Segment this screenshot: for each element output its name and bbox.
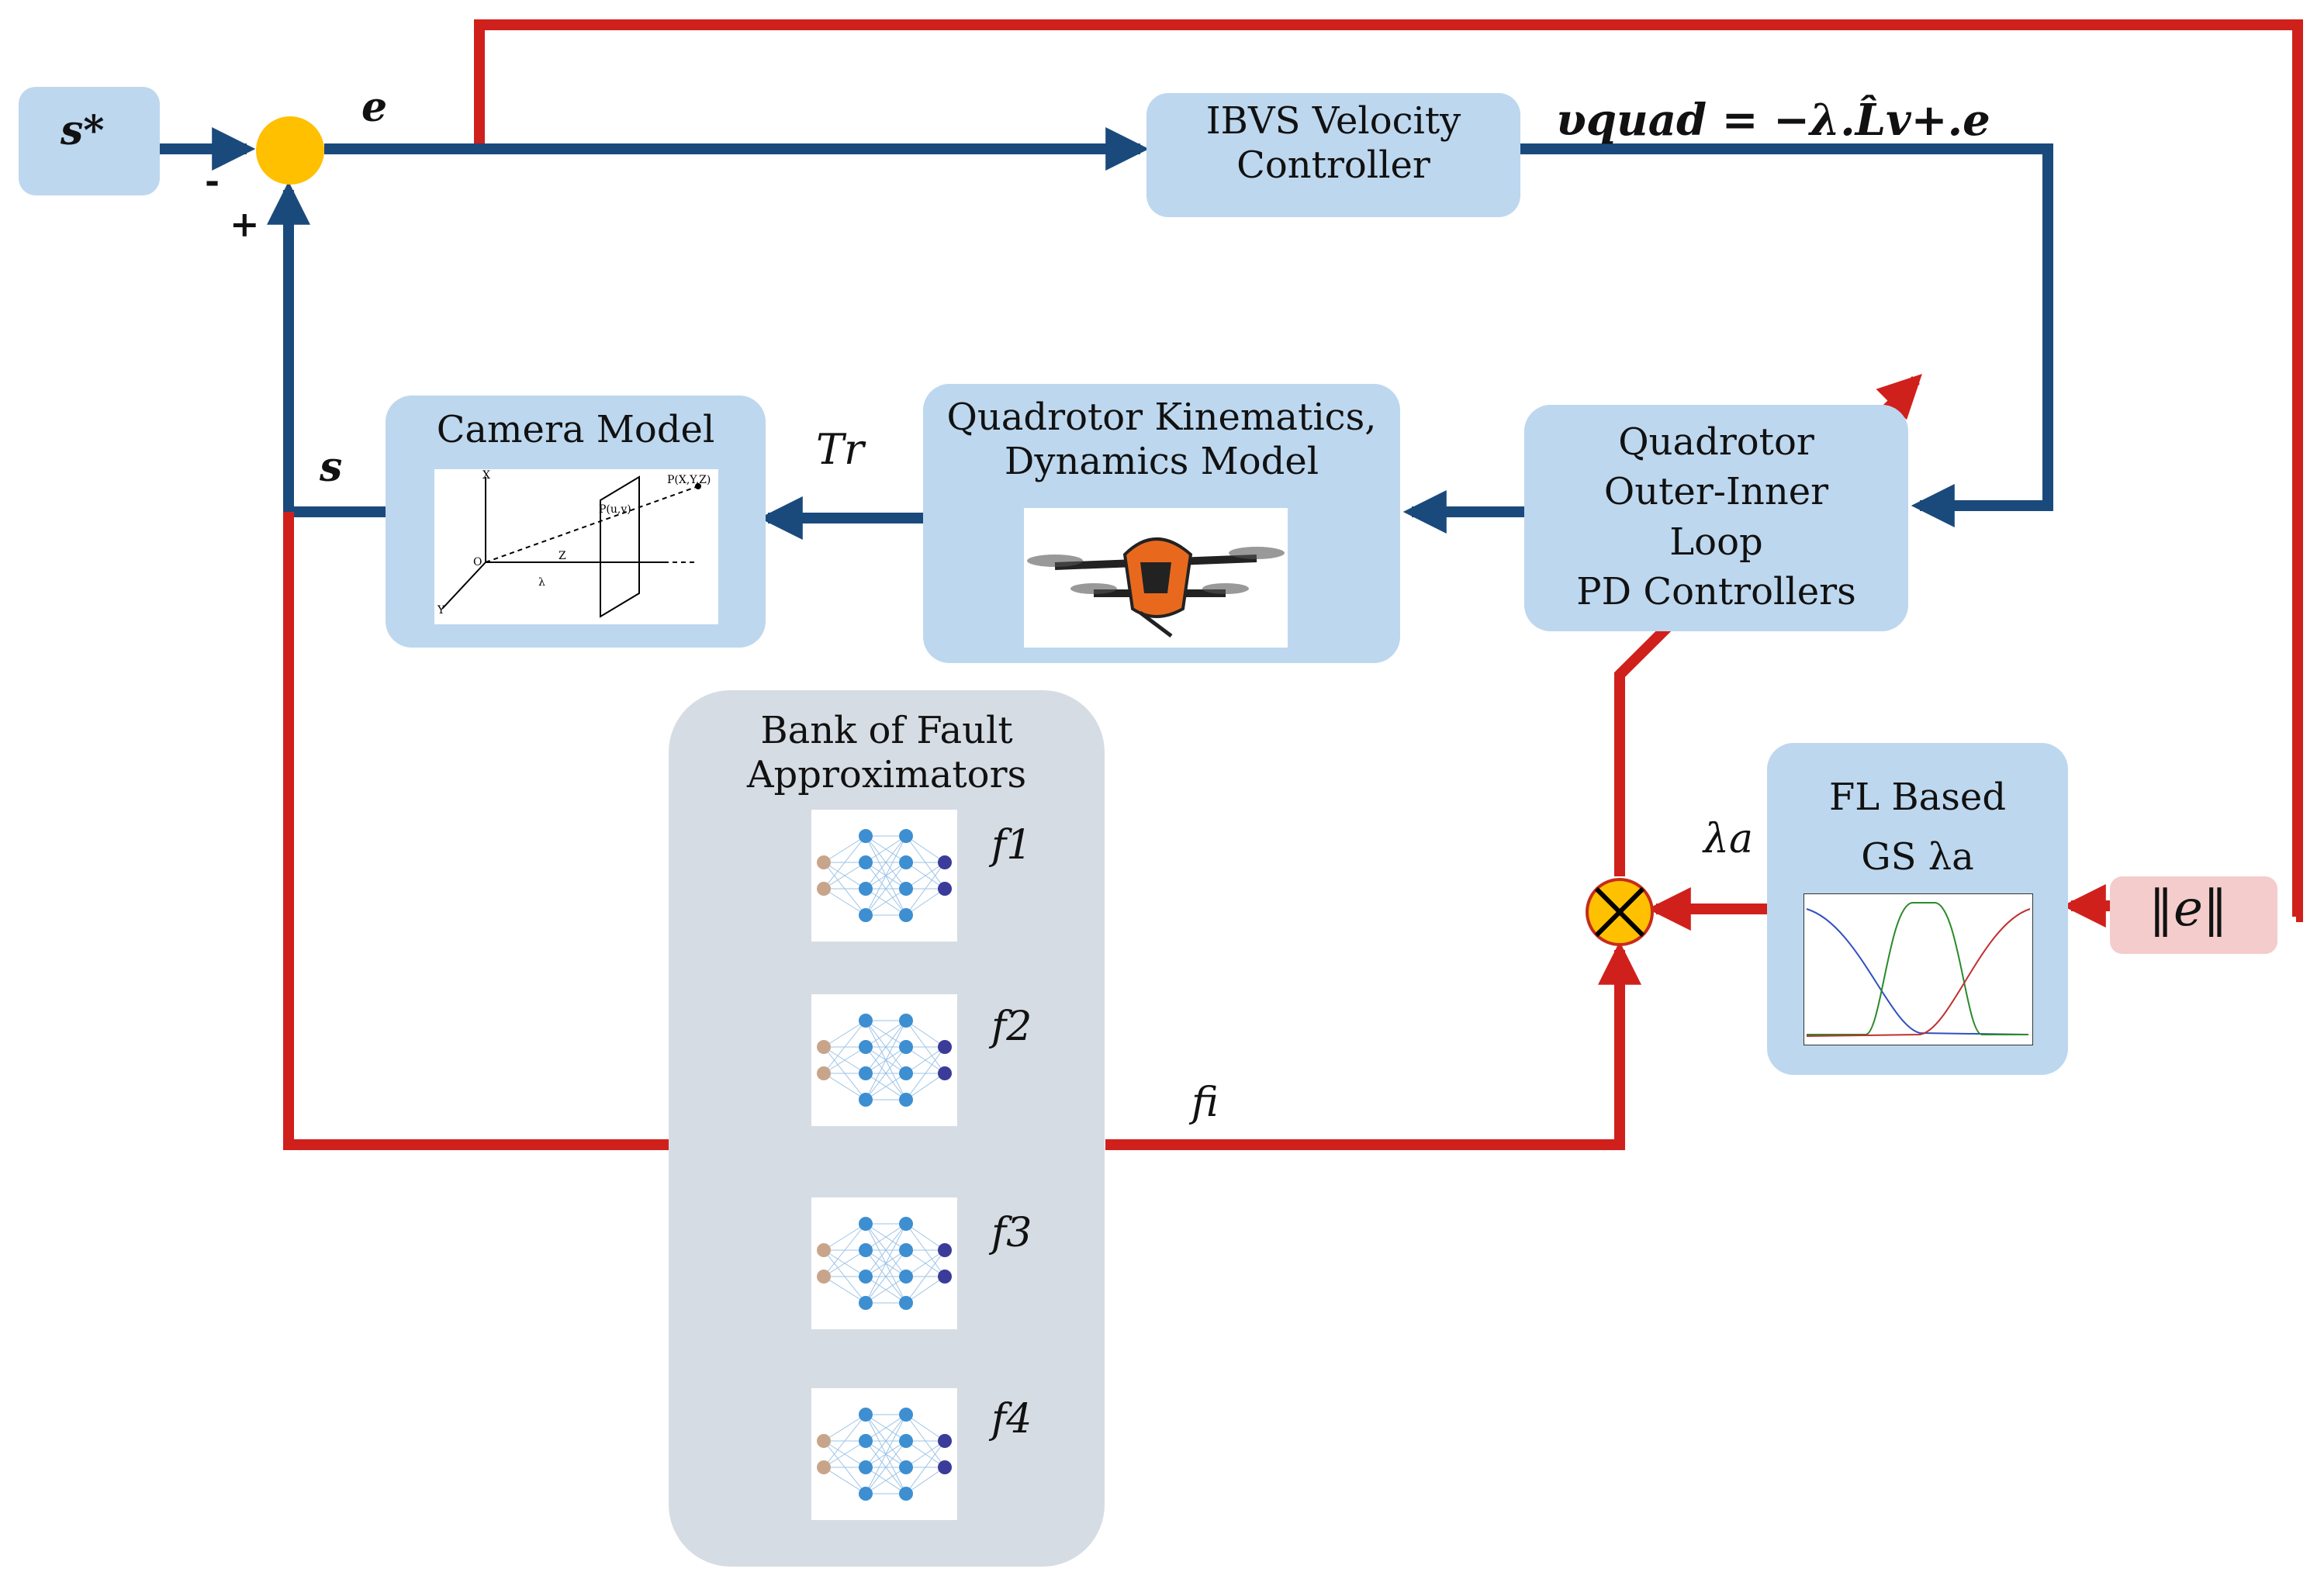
neural-network-icon — [811, 1388, 957, 1520]
svg-text:P(X,Y,Z): P(X,Y,Z) — [667, 474, 711, 486]
norm-label: ‖e‖ — [2149, 880, 2228, 938]
neural-network-icon — [811, 810, 957, 942]
error-label: e — [361, 84, 388, 131]
fi-label: fi — [1191, 1080, 1219, 1126]
svg-text:Y: Y — [437, 604, 445, 617]
bank-title-line2: Approximators — [746, 752, 1027, 796]
ibvs-velocity-controller-block — [1146, 93, 1520, 217]
f1-label: f1 — [991, 822, 1032, 869]
plus-sign: + — [230, 203, 260, 245]
ibvs-label-line2: Controller — [1236, 143, 1430, 187]
neural-network-icon — [811, 1197, 957, 1329]
lambda-a-label: λa — [1703, 816, 1753, 862]
velocity-law-equation: υquad = −λ.L̂v+.e — [1556, 95, 1990, 146]
pd-label-line2: Outer-Inner — [1603, 470, 1829, 514]
svg-text:O: O — [473, 556, 482, 568]
pd-label: Quadrotor Outer-Inner Loop PD Controller… — [1524, 417, 1908, 617]
bank-title-line1: Bank of Fault — [760, 709, 1013, 752]
setpoint-label: s* — [61, 107, 105, 154]
setpoint-block — [19, 87, 160, 195]
svg-text:Z: Z — [559, 550, 566, 562]
multiply-node — [1586, 878, 1654, 946]
svg-text:P(u,v): P(u,v) — [599, 503, 631, 516]
fl-label-line2: GS λa — [1861, 834, 1974, 879]
velocity-command-path — [1520, 143, 2053, 527]
error-norm-block — [2110, 876, 2277, 954]
sum-node — [256, 116, 324, 185]
quadrotor-drone-image — [1024, 508, 1288, 648]
pd-label-line4: PD Controllers — [1576, 569, 1856, 613]
svg-text:λ: λ — [538, 576, 545, 589]
s-to-bank-path — [283, 512, 671, 1150]
neural-network-icon — [811, 994, 957, 1126]
dynamics-label-line2: Dynamics Model — [1004, 439, 1319, 483]
f2-label: f2 — [991, 1004, 1032, 1050]
f3-label: f3 — [991, 1210, 1032, 1256]
fl-label-line1: FL Based — [1828, 776, 2007, 819]
camera-model-title: Camera Model — [436, 408, 715, 451]
minus-sign: - — [205, 160, 220, 202]
tr-label: Tr — [816, 425, 864, 474]
fl-label: FL Based GS λa — [1767, 768, 2068, 887]
membership-function-plot — [1804, 893, 2033, 1045]
feedback-s-label: s — [320, 444, 343, 491]
bank-title: Bank of Fault Approximators — [669, 709, 1105, 796]
ibvs-label: IBVS Velocity Controller — [1146, 99, 1520, 187]
pd-controllers-block — [1524, 405, 1908, 631]
f4-label: f4 — [991, 1396, 1032, 1443]
error-norm-path — [474, 19, 2303, 922]
pd-label-line1: Quadrotor — [1618, 420, 1814, 464]
ibvs-label-line1: IBVS Velocity — [1205, 99, 1461, 143]
pd-label-line3: Loop — [1669, 520, 1763, 564]
svg-text:X: X — [482, 469, 490, 482]
dynamics-label-line1: Quadrotor Kinematics, — [946, 396, 1377, 439]
camera-projection-figure: X O Y Z P(X,Y,Z) P(u,v) λ — [434, 469, 718, 624]
dynamics-label: Quadrotor Kinematics, Dynamics Model — [923, 396, 1400, 483]
fi-path — [1105, 941, 1641, 1150]
